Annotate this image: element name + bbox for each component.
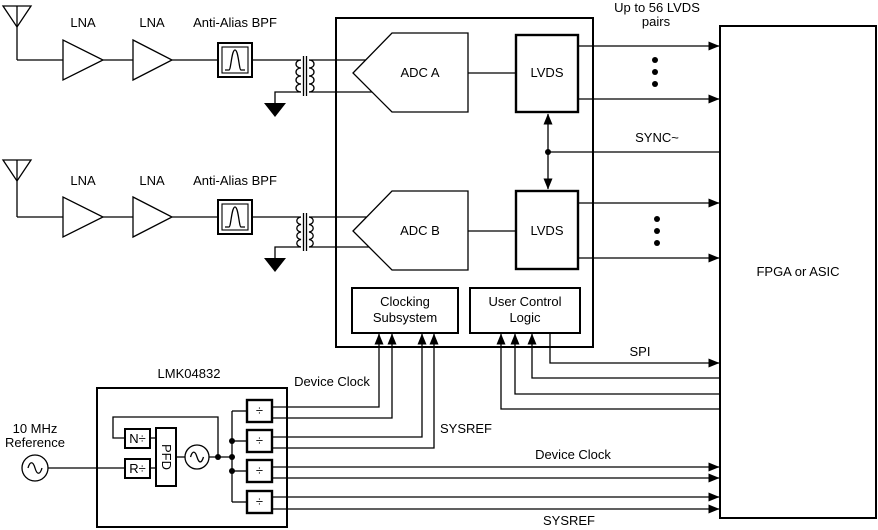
spi-net: SPI (496, 333, 720, 410)
spi-return-wire (496, 333, 720, 410)
output-divider-label: ÷ (256, 433, 263, 448)
output-divider-block (245, 398, 274, 424)
spi-return-wire (527, 333, 720, 379)
device-clock-label-fpga: Device Clock (535, 447, 611, 462)
lna-label: LNA (70, 15, 96, 30)
lna-label: LNA (70, 173, 96, 188)
device-clock-wire-adc (272, 333, 397, 419)
lvds-a-label: LVDS (531, 65, 564, 80)
ground-icon (264, 91, 301, 117)
lna-label: LNA (139, 173, 165, 188)
ground-icon (264, 246, 301, 272)
lvds-pairs-label-line2: pairs (642, 14, 671, 29)
lvds-pairs-label-line1: Up to 56 LVDS (614, 0, 700, 15)
reference-label-line2: Reference (5, 435, 65, 450)
bandpass-filter-icon (217, 199, 253, 235)
spi-label: SPI (630, 344, 651, 359)
clocking-subsystem-block (351, 287, 459, 334)
user-control-label-line2: Logic (509, 310, 541, 325)
sync-label: SYNC~ (635, 130, 679, 145)
junction-dot (229, 454, 235, 460)
clocking-label-line1: Clocking (380, 294, 430, 309)
output-divider-label: ÷ (256, 494, 263, 509)
junction-dot (229, 468, 235, 474)
sync-net: SYNC~ (543, 113, 720, 190)
vco-icon (184, 444, 210, 470)
device-clock-wire-adc (272, 333, 384, 408)
sysref-label-fpga: SYSREF (543, 513, 595, 528)
transformer-icon (295, 56, 315, 96)
lna-amplifier-icon (62, 38, 105, 82)
signal-chain-b: LNA LNA Anti-Alias BPF ADC B LVDS (1, 159, 720, 272)
output-divider-block (245, 489, 274, 515)
output-divider-block (245, 428, 274, 454)
sysref-wire-adc (272, 333, 427, 438)
fpga-block (719, 25, 877, 519)
clocking-label-line2: Subsystem (373, 310, 437, 325)
ellipsis-dots (654, 216, 660, 246)
reference-source-icon (21, 454, 49, 482)
clock-distribution: Device Clock SYSREF Device Clock SYSREF (272, 333, 720, 528)
adc-b-label: ADC B (400, 223, 440, 238)
lna-label: LNA (139, 15, 165, 30)
junction-dot (545, 149, 551, 155)
bpf-label: Anti-Alias BPF (193, 173, 277, 188)
output-divider-label: ÷ (256, 403, 263, 418)
user-control-logic-block (469, 287, 581, 334)
lna-amplifier-icon (62, 195, 105, 239)
antenna-icon (1, 5, 33, 60)
fpga-label: FPGA or ASIC (756, 264, 839, 279)
feedback-wire (112, 416, 219, 457)
sysref-label-adc: SYSREF (440, 421, 492, 436)
user-control-label-line1: User Control (489, 294, 562, 309)
lna-amplifier-icon (132, 195, 174, 239)
lvds-b-label: LVDS (531, 223, 564, 238)
spi-return-wire (510, 333, 720, 395)
r-divider-label: R÷ (129, 461, 146, 476)
sysref-wire-adc (272, 333, 439, 449)
bpf-label: Anti-Alias BPF (193, 15, 277, 30)
transformer-icon (296, 213, 314, 251)
output-divider-label: ÷ (256, 463, 263, 478)
lmk04832-internals: LMK04832 10 MHz Reference N÷ R÷ PFD (5, 366, 274, 515)
lvds-b-block (514, 189, 580, 271)
bandpass-filter-icon (217, 42, 253, 78)
junction-dot (215, 454, 221, 460)
reference-label-line1: 10 MHz (13, 421, 58, 436)
device-clock-label-adc: Device Clock (294, 374, 370, 389)
n-divider-label: N÷ (129, 431, 146, 446)
lna-amplifier-icon (132, 38, 174, 82)
junction-dot (229, 438, 235, 444)
ellipsis-dots (652, 57, 658, 87)
pfd-label: PFD (159, 444, 174, 470)
output-divider-block (245, 458, 274, 484)
lmk04832-label: LMK04832 (158, 366, 221, 381)
spi-out-wire (549, 333, 720, 368)
adc-a-label: ADC A (400, 65, 439, 80)
signal-chain-a: LNA LNA Anti-Alias BPF ADC A LVDS (1, 5, 720, 117)
antenna-icon (1, 159, 33, 217)
lvds-a-block (514, 33, 580, 114)
